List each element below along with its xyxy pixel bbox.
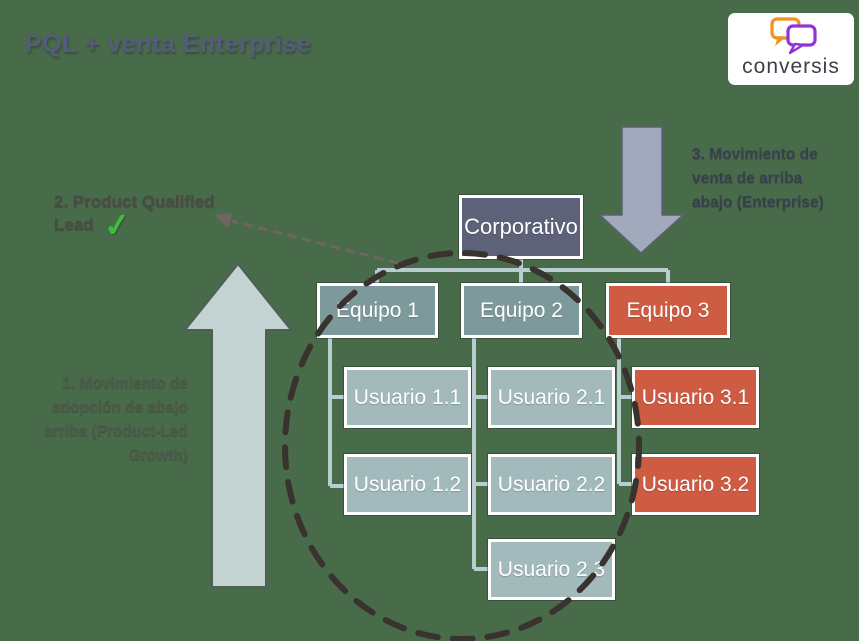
speech-bubbles-icon xyxy=(770,17,817,55)
page-title: PQL + venta Enterprise xyxy=(25,30,312,58)
org-node-usuario-3-2: Usuario 3.2 xyxy=(632,454,759,515)
annotation-product-qualified-lead: 2. Product Qualified Lead ✓ xyxy=(54,190,264,245)
annotation-line: arriba (Product-Led xyxy=(44,423,188,440)
annotation-line: 3. Movimiento de xyxy=(692,146,818,163)
up-arrow xyxy=(184,263,292,588)
org-node-usuario-2-3: Usuario 2.3 xyxy=(488,539,615,600)
org-node-usuario-3-1: Usuario 3.1 xyxy=(632,367,759,428)
annotation-lead-label: Lead xyxy=(54,215,94,234)
org-node-corporativo: Corporativo xyxy=(459,195,583,259)
org-node-usuario-2-2: Usuario 2.2 xyxy=(488,454,615,515)
org-node-equipo-1: Equipo 1 xyxy=(317,283,438,338)
org-node-equipo-2: Equipo 2 xyxy=(461,283,582,338)
annotation-line: 1. Movimiento de xyxy=(62,375,188,392)
annotation-line: venta de arriba xyxy=(692,170,803,187)
annotation-enterprise-sale: 3. Movimiento de venta de arriba abajo (… xyxy=(692,143,859,215)
annotation-line: abajo (Enterprise) xyxy=(692,194,824,211)
conversis-logo: conversis xyxy=(728,13,854,85)
annotation-line: Lead ✓ xyxy=(54,205,264,245)
green-checkmark-icon: ✓ xyxy=(101,205,133,245)
annotation-line: Growth) xyxy=(128,447,188,464)
org-node-usuario-2-1: Usuario 2.1 xyxy=(488,367,615,428)
org-node-usuario-1-1: Usuario 1.1 xyxy=(344,367,471,428)
annotation-line: 2. Product Qualified xyxy=(54,192,215,211)
logo-wordmark: conversis xyxy=(742,55,840,78)
org-node-usuario-1-2: Usuario 1.2 xyxy=(344,454,471,515)
org-node-equipo-3: Equipo 3 xyxy=(606,283,730,338)
annotation-product-led-growth: 1. Movimiento de adopción de abajo arrib… xyxy=(18,372,188,468)
down-arrow xyxy=(599,126,684,254)
annotation-line: adopción de abajo xyxy=(51,399,188,416)
